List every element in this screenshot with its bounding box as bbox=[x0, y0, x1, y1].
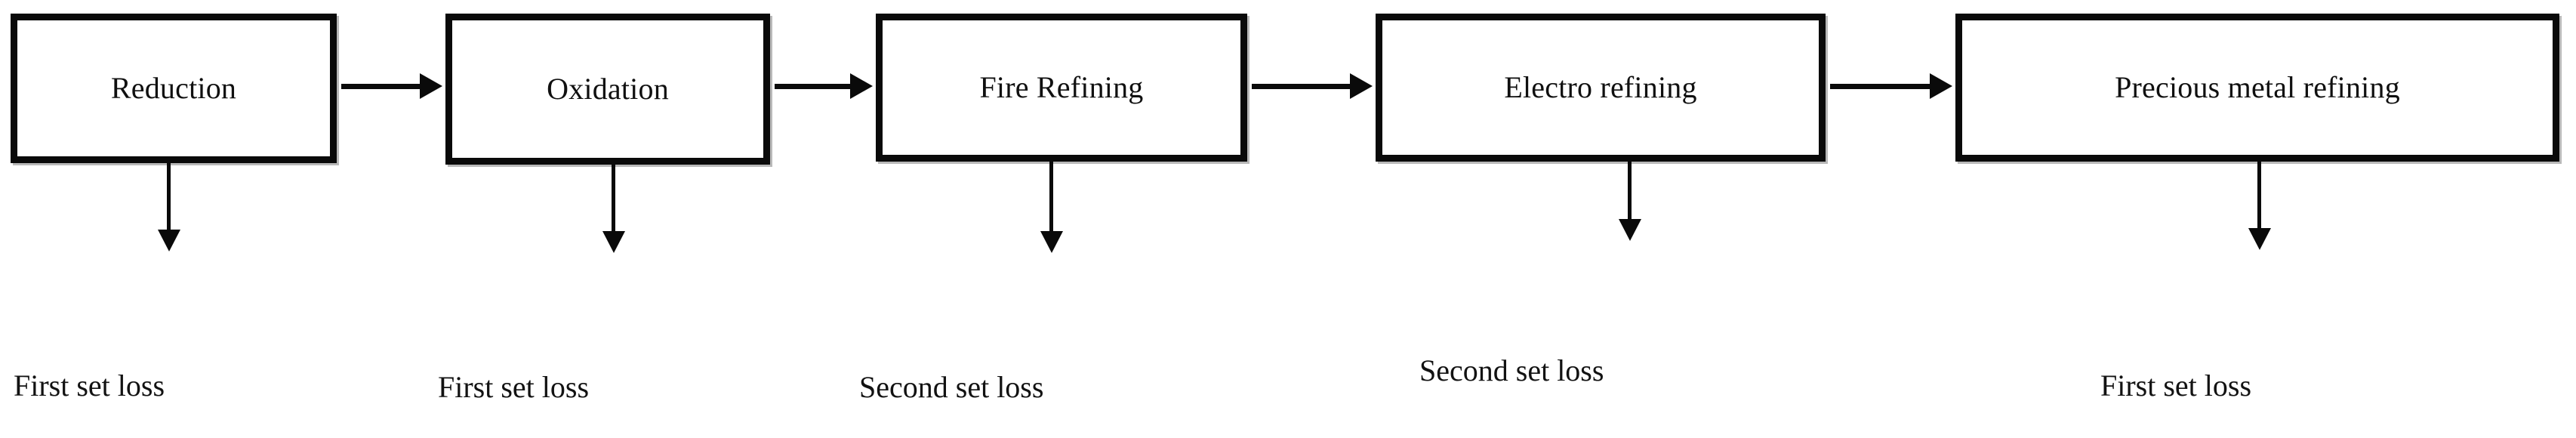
arrow-right-icon-fire-refining-to-electro-refining bbox=[1252, 73, 1374, 99]
arrow-head bbox=[850, 73, 873, 99]
arrow-shaft bbox=[2257, 162, 2261, 230]
process-box-label: Oxidation bbox=[547, 72, 669, 106]
process-box-oxidation[interactable]: Oxidation bbox=[445, 14, 770, 165]
arrow-head bbox=[602, 231, 625, 253]
process-box-precious-metal-refining[interactable]: Precious metal refining bbox=[1955, 14, 2559, 162]
loss-label-fire-refining: Second set loss bbox=[859, 370, 1044, 404]
arrow-shaft bbox=[1628, 162, 1632, 221]
loss-label-reduction: First set loss bbox=[14, 369, 165, 403]
arrow-down-icon-oxidation-loss bbox=[602, 165, 625, 253]
arrow-head bbox=[420, 73, 442, 99]
arrow-head bbox=[1040, 231, 1063, 253]
arrow-right-icon-reduction-to-oxidation bbox=[341, 73, 444, 99]
arrow-shaft bbox=[775, 84, 852, 89]
process-box-electro-refining[interactable]: Electro refining bbox=[1376, 14, 1826, 162]
arrow-shaft bbox=[612, 165, 615, 233]
loss-label-electro-refining: Second set loss bbox=[1419, 353, 1604, 387]
arrow-shaft bbox=[1049, 162, 1053, 233]
arrow-head bbox=[1350, 73, 1373, 99]
process-box-fire-refining[interactable]: Fire Refining bbox=[876, 14, 1247, 162]
arrow-head bbox=[1930, 73, 1952, 99]
process-box-reduction[interactable]: Reduction bbox=[11, 14, 337, 163]
arrow-head bbox=[2248, 228, 2271, 250]
loss-label-precious-metal-refining: First set loss bbox=[2100, 369, 2252, 403]
arrow-down-icon-fire-refining-loss bbox=[1040, 162, 1063, 253]
arrow-shaft bbox=[167, 162, 171, 231]
arrow-right-icon-electro-refining-to-precious-metal-refining bbox=[1830, 73, 1954, 99]
arrow-down-icon-electro-refining-loss bbox=[1619, 162, 1641, 241]
arrow-down-icon-reduction-loss bbox=[158, 162, 180, 251]
loss-label-oxidation: First set loss bbox=[438, 370, 590, 404]
process-box-label: Electro refining bbox=[1504, 70, 1697, 104]
process-box-label: Precious metal refining bbox=[2115, 70, 2400, 104]
arrow-shaft bbox=[1252, 84, 1351, 89]
process-box-label: Fire Refining bbox=[979, 70, 1144, 104]
arrow-down-icon-precious-metal-refining-loss bbox=[2248, 162, 2271, 250]
arrow-head bbox=[158, 230, 180, 251]
arrow-shaft bbox=[341, 84, 421, 89]
arrow-shaft bbox=[1830, 84, 1931, 89]
process-box-label: Reduction bbox=[110, 71, 237, 105]
arrow-right-icon-oxidation-to-fire-refining bbox=[775, 73, 874, 99]
arrow-head bbox=[1619, 219, 1641, 241]
